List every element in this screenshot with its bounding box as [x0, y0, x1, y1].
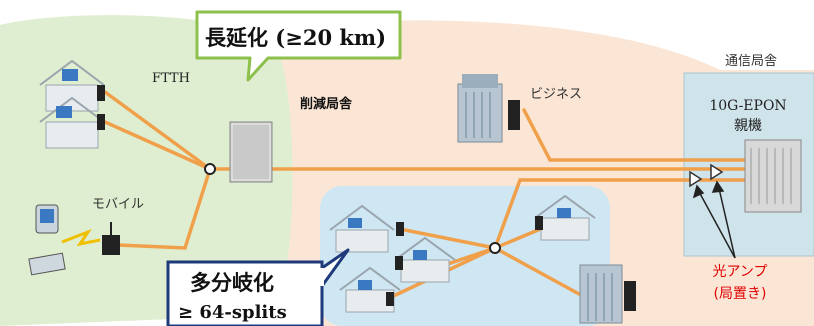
- fiber-branch: [493, 178, 692, 250]
- optical-amplifier-icon: [710, 163, 724, 181]
- amp-pointer-arrows: [692, 180, 736, 259]
- business-building-icon: [579, 264, 636, 324]
- fiber-lines: [103, 90, 747, 302]
- optical-amplifier-icon: [689, 170, 703, 188]
- splitter-node-main: [204, 163, 216, 175]
- house-icon: [394, 236, 456, 283]
- ftth-label: FTTH: [152, 71, 190, 86]
- olt-label-2: 親機: [734, 118, 762, 134]
- fiber-mobile: [116, 167, 212, 250]
- amp-label-2: (局置き): [714, 286, 767, 302]
- multi-split-label-2: ≥ 64-splits: [178, 302, 287, 323]
- house-icon: [339, 266, 401, 313]
- multi-split-label-1: 多分岐化: [190, 270, 274, 295]
- business-building-icon: [457, 74, 520, 143]
- fiber-split-b: [493, 246, 592, 302]
- mobile-label: モバイル: [92, 197, 144, 212]
- amp-label-1: 光アンプ: [712, 264, 767, 280]
- olt-equipment-icon: [744, 139, 802, 213]
- multi-split-callout: 多分岐化 ≥ 64-splits: [166, 248, 350, 326]
- splitter-node-multi: [489, 242, 501, 254]
- business-label: ビジネス: [530, 87, 582, 102]
- olt-label-1: 10G-EPON: [709, 98, 786, 114]
- reduced-office-label: 削減局舎: [300, 96, 353, 112]
- long-reach-callout: 長延化 (≥20 km): [195, 10, 402, 82]
- fiber-house1: [103, 90, 212, 171]
- long-reach-label: 長延化 (≥20 km): [205, 25, 386, 50]
- fiber-split-h1: [403, 228, 497, 250]
- fiber-house2: [103, 120, 212, 171]
- mobile-devices-icon: [28, 204, 120, 276]
- fiber-business: [522, 108, 692, 162]
- house-icon: [329, 204, 404, 253]
- reduced-office-box: [229, 121, 273, 183]
- house-icon: [39, 96, 105, 149]
- house-icon: [534, 194, 596, 241]
- central-office-label: 通信局舎: [725, 54, 777, 69]
